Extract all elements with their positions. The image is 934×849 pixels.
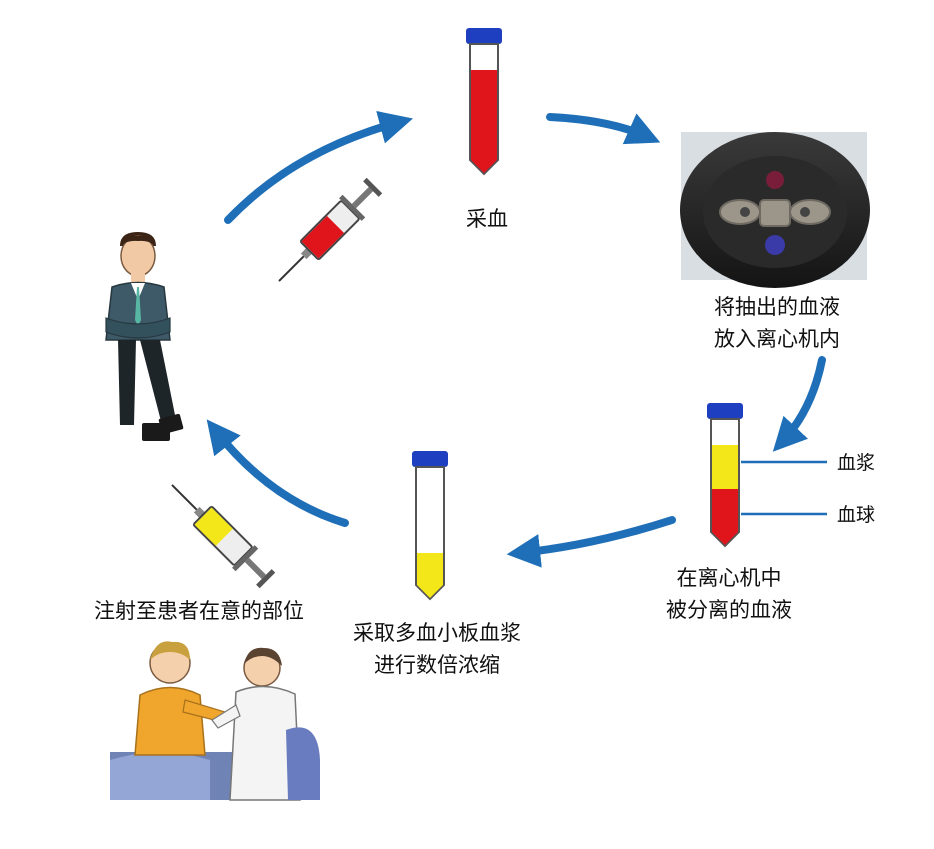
step-centrifuge-line2: 放入离心机内 xyxy=(714,327,840,351)
cycle-arrows xyxy=(206,110,826,568)
blood-syringe-icon xyxy=(278,177,383,282)
concentrate-tube xyxy=(412,451,448,601)
arrow-separated-to-concentrate xyxy=(506,516,676,568)
cells-label: 血球 xyxy=(837,504,875,526)
injection-scene-image xyxy=(110,641,320,801)
arrow-centrifuge-to-separated xyxy=(772,356,826,452)
collection-tube xyxy=(466,28,502,176)
plasma-syringe-icon xyxy=(171,484,276,589)
step-concentrate-line1: 采取多血小板血浆 xyxy=(353,621,521,645)
arrow-collect-to-centrifuge xyxy=(546,113,661,145)
patient-standing-figure xyxy=(105,232,184,441)
step-separated-line2: 被分离的血液 xyxy=(666,598,792,622)
step-concentrate-line2: 进行数倍浓缩 xyxy=(374,653,500,677)
plasma-label: 血浆 xyxy=(837,452,875,474)
step-centrifuge-line1: 将抽出的血液 xyxy=(714,295,840,319)
centrifuge-image xyxy=(680,132,870,288)
step-inject-label: 注射至患者在意的部位 xyxy=(94,599,304,623)
arrow-concentrate-to-person xyxy=(206,419,349,527)
separated-tube xyxy=(707,403,827,548)
arrow-person-to-collect xyxy=(224,110,413,224)
step-collect-label: 采血 xyxy=(466,207,508,231)
step-separated-line1: 在离心机中 xyxy=(677,566,782,590)
